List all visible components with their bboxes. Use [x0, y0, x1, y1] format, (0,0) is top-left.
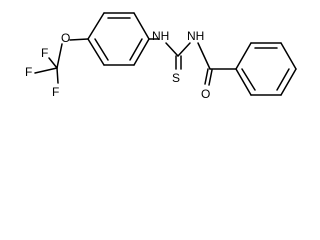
- bond-c-f-left: [34, 67, 58, 74]
- ring1-bond-3: [133, 12, 150, 40]
- atom-label-carbonyl-oxygen: O: [201, 87, 210, 101]
- ring1-bond-4: [133, 38, 150, 66]
- bond-c-o-double-a: [204, 68, 209, 85]
- atom-label-fluorine-left: F: [25, 65, 32, 79]
- bond-layer: [34, 12, 297, 96]
- ring1-inner-bond-b: [129, 38, 143, 61]
- bond-cf3-oxygen: [56, 43, 63, 69]
- ring2-bond-1: [235, 42, 252, 70]
- bond-oxygen-ring: [69, 38, 89, 41]
- atom-label-fluorine-bottom: F: [52, 85, 59, 99]
- ring1-inner-bond-c: [94, 38, 109, 61]
- ring1-bond-6: [87, 38, 105, 66]
- bond-nh-left-thiocarbonyl: [165, 42, 179, 57]
- ring2-bond-3: [280, 42, 297, 70]
- atom-label-fluorine-top: F: [41, 46, 48, 60]
- bond-c-f-top: [48, 57, 58, 69]
- ring2-bond-4: [280, 68, 297, 96]
- bond-thiocarbonyl-nh-right: [177, 42, 191, 57]
- atom-label-sulfur: S: [172, 71, 180, 85]
- ring2-inner-bond-c: [241, 68, 256, 91]
- ring1-bond-1: [87, 12, 105, 40]
- bond-c-o-double-b: [208, 69, 213, 86]
- atom-label-nh-left: NH: [152, 29, 169, 43]
- atom-label-layer: F F F O NH NH S O: [25, 29, 210, 101]
- ring2-bond-6: [235, 68, 252, 96]
- chemical-structure-diagram: F F F O NH NH S O: [25, 12, 297, 101]
- bond-nh-right-carbonyl: [197, 42, 211, 70]
- atom-label-ether-oxygen: O: [61, 31, 70, 45]
- atom-label-nh-right: NH: [187, 29, 204, 43]
- ring2-inner-bond-b: [276, 68, 290, 91]
- bond-c-f-bottom: [56, 67, 59, 84]
